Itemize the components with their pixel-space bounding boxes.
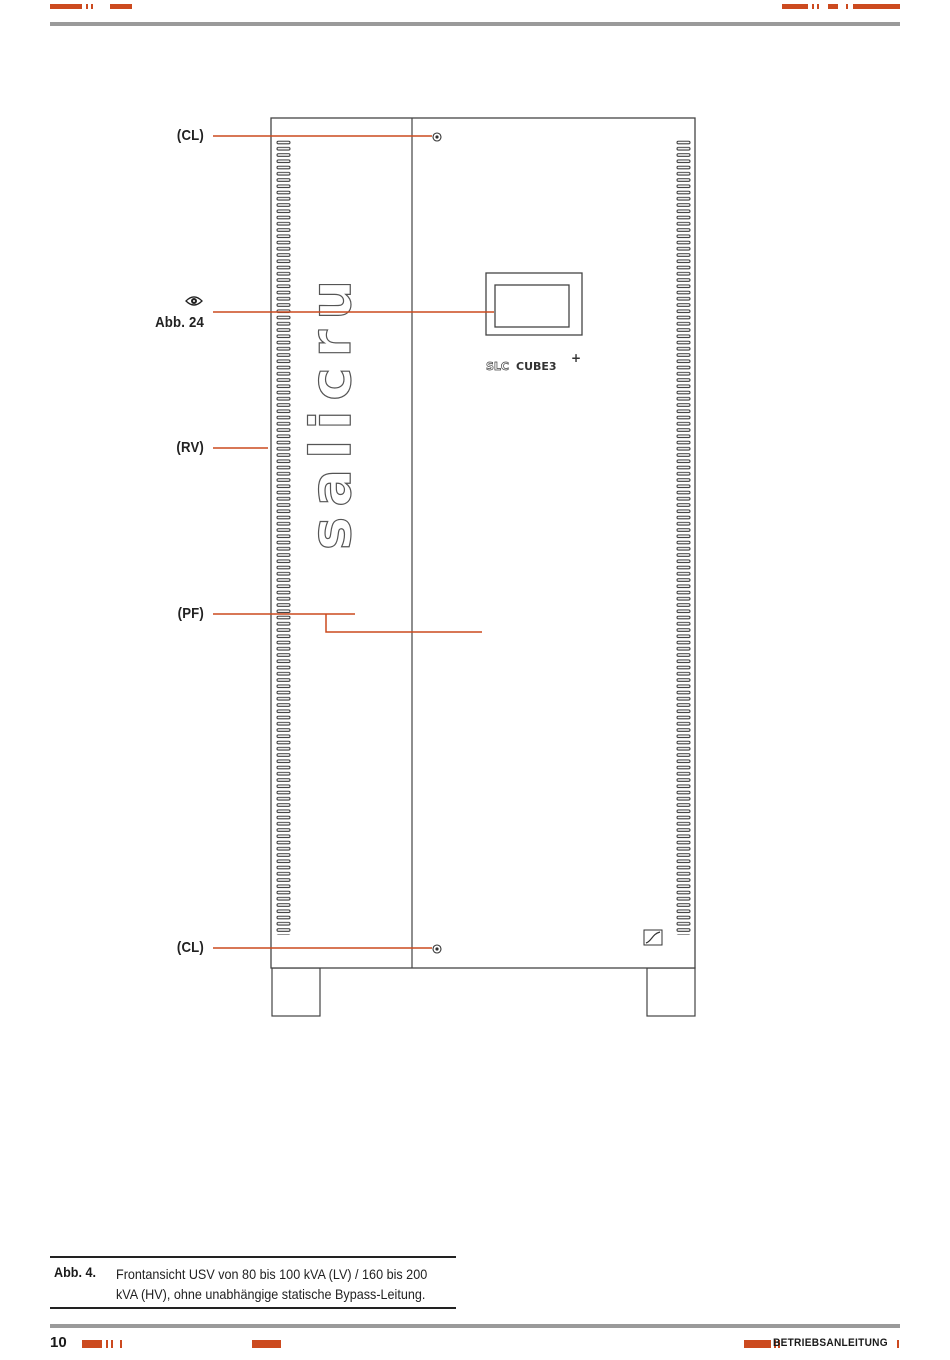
ups-front-view-drawing: salicru SLC CUBE3 + [213,117,696,1017]
page-number: 10 [50,1334,67,1351]
svg-text:CUBE3: CUBE3 [516,360,557,373]
right-foot [646,967,696,1017]
caption-number: Abb. 4. [54,1264,97,1280]
svg-text:+: + [571,351,581,365]
salicru-corner-logo-icon [643,929,663,946]
caption-rule-bottom [50,1307,456,1309]
eye-icon [185,294,203,308]
left-foot [271,967,321,1017]
label-cl-bottom: (CL) [176,939,204,956]
svg-text:salicru: salicru [299,270,364,550]
screw-icon-bottom [432,944,442,954]
left-ventilation-grille [276,140,292,935]
leader-pf-branch [325,614,482,633]
caption-text: Frontansicht USV von 80 bis 100 kVA (LV)… [116,1266,428,1302]
brand-logo-vertical: salicru [299,269,365,550]
label-rv: (RV) [176,439,204,456]
footer-rule [50,1324,900,1328]
label-pf: (PF) [177,605,204,622]
header-rule [50,22,900,26]
cabinet-body [270,117,696,969]
screw-icon-top [432,132,442,142]
label-cl-top: (CL) [176,127,204,144]
right-ventilation-grille [676,140,692,935]
label-view-reference: Abb. 24 [155,314,204,331]
svg-text:SLC: SLC [486,360,509,373]
display-screen [494,284,570,328]
model-logo: SLC CUBE3 + [486,351,581,373]
footer-title: BETRIEBSANLEITUNG [773,1337,888,1349]
caption-rule-top [50,1256,456,1258]
